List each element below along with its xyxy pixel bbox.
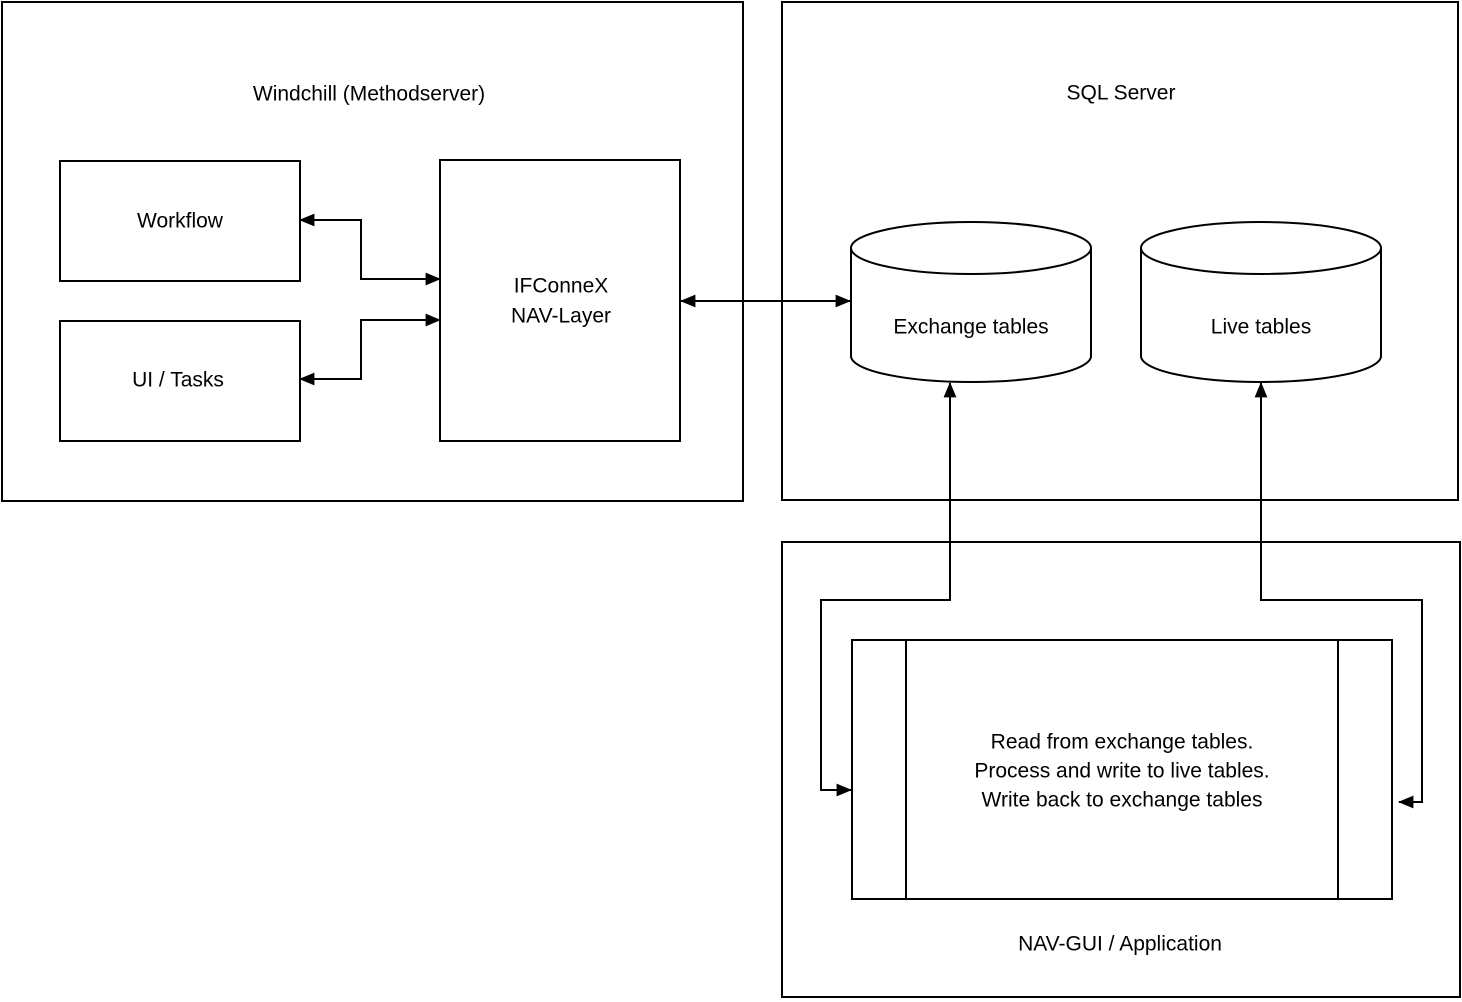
cylinder-body — [850, 248, 1092, 383]
sql-server-title: SQL Server — [1067, 82, 1176, 105]
live-tables-label: Live tables — [1211, 316, 1311, 339]
cylinder-body — [1140, 248, 1382, 383]
process-label-line2: Process and write to live tables. — [974, 760, 1269, 783]
ifconnex-nav-layer-node — [439, 159, 681, 442]
ifconnex-label-line1: IFConneX — [514, 275, 609, 298]
process-label-line3: Write back to exchange tables — [982, 789, 1263, 812]
exchange-tables-cylinder — [850, 221, 1092, 383]
process-label-line1: Read from exchange tables. — [991, 731, 1254, 754]
connector-navgui-live-tables — [1254, 382, 1423, 809]
connector-navgui-exchange-tables — [820, 382, 957, 797]
workflow-label: Workflow — [137, 210, 224, 233]
connector-workflow-ifconnex — [299, 213, 441, 286]
cylinder-top — [850, 221, 1092, 275]
nav-gui-title: NAV-GUI / Application — [1018, 933, 1222, 956]
connector-ifconnex-ui-tasks — [299, 313, 441, 386]
live-tables-cylinder — [1140, 221, 1382, 383]
workflow-node — [59, 160, 301, 282]
ui-tasks-label: UI / Tasks — [132, 369, 224, 392]
ifconnex-label-line2: NAV-Layer — [511, 305, 611, 328]
cylinder-top — [1140, 221, 1382, 275]
windchill-title: Windchill (Methodserver) — [253, 83, 485, 106]
exchange-tables-label: Exchange tables — [893, 316, 1048, 339]
ui-tasks-node — [59, 320, 301, 442]
